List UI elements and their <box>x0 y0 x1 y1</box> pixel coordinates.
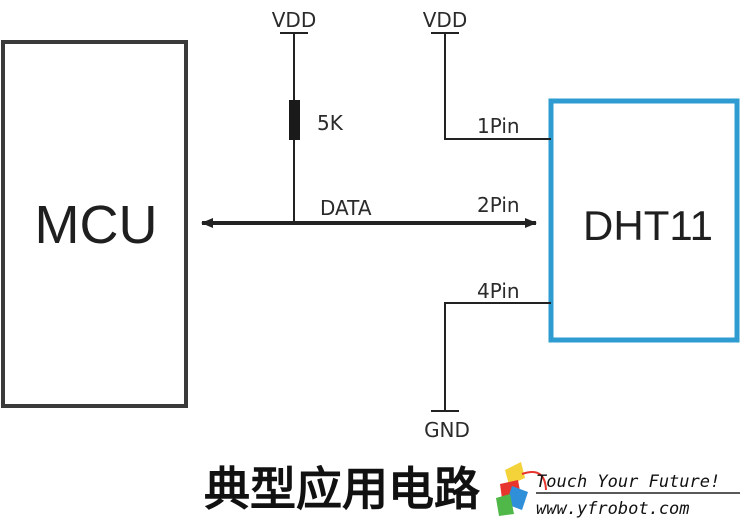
vdd-left-label: VDD <box>272 8 316 32</box>
pin1-wire <box>444 33 551 140</box>
pin1-label: 1Pin <box>477 114 520 138</box>
caption: 典型应用电路 <box>204 462 481 516</box>
resistor-5k <box>289 100 300 140</box>
pin4-label: 4Pin <box>477 279 520 303</box>
vdd-right-label: VDD <box>423 8 467 32</box>
gnd-label: GND <box>424 418 470 442</box>
resistor-label: 5K <box>317 111 344 135</box>
pin4-wire <box>444 302 551 411</box>
dht11-box <box>548 98 740 343</box>
logo-url: www.yfrobot.com <box>536 499 690 519</box>
dht11-label: DHT11 <box>583 202 713 249</box>
logo-slogan: Touch Your Future! <box>536 472 720 492</box>
pin2-label: 2Pin <box>477 193 520 217</box>
data-label: DATA <box>320 196 372 220</box>
mcu-label: MCU <box>35 195 158 255</box>
yfrobot-logo-icon <box>496 462 547 516</box>
mcu-box <box>1 40 188 408</box>
